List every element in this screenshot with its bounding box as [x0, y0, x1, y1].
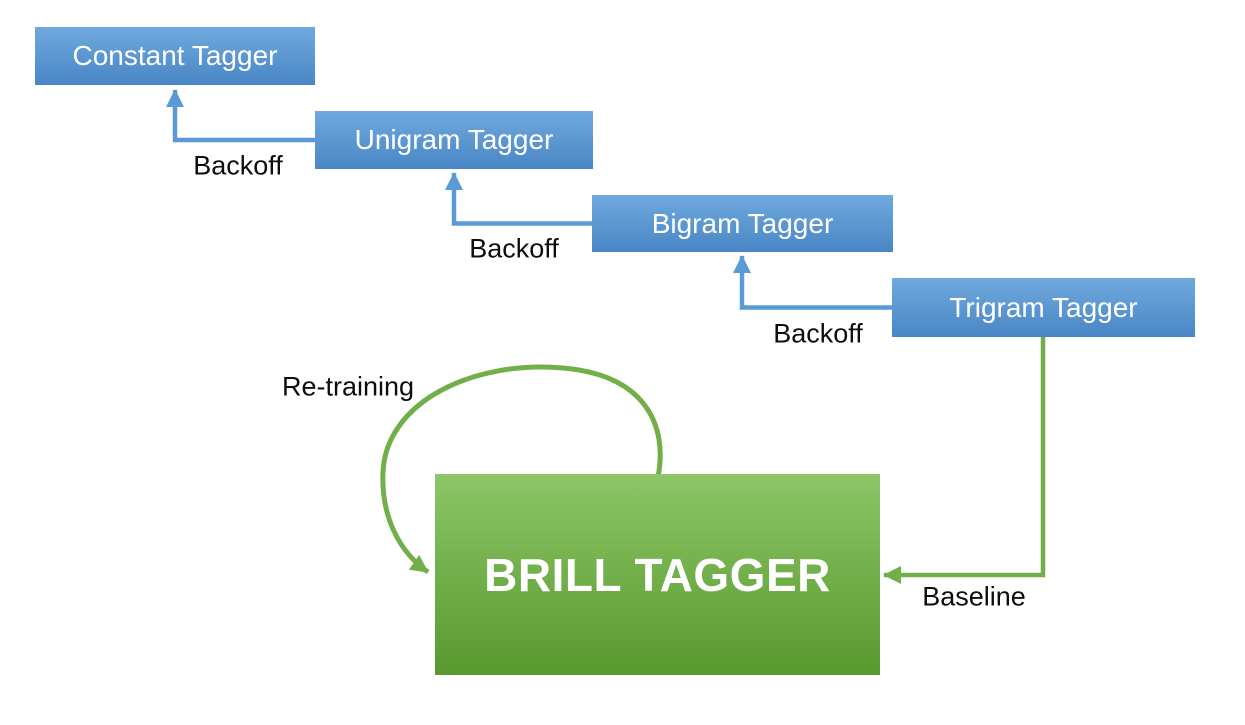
edge-label-baseline: Baseline: [922, 581, 1026, 612]
node-unigram-tagger: Unigram Tagger: [315, 111, 593, 169]
node-trigram-tagger: Trigram Tagger: [892, 278, 1195, 337]
node-constant-tagger-label: Constant Tagger: [72, 40, 278, 71]
node-unigram-tagger-label: Unigram Tagger: [354, 124, 554, 155]
node-brill-tagger-label: BRILL TAGGER: [484, 548, 831, 601]
edge-label-backoff-1: Backoff: [193, 150, 283, 181]
node-bigram-tagger-label: Bigram Tagger: [651, 207, 834, 239]
edge-bigram-to-unigram-backoff-arrow: [445, 172, 592, 226]
edge-trigram-to-bigram-backoff-arrow: [733, 255, 892, 310]
edge-label-retraining: Re-training: [281, 371, 415, 402]
edge-unigram-to-constant-backoff-arrow: [166, 89, 315, 143]
edge-label-backoff-2: Backoff: [469, 233, 559, 264]
node-bigram-tagger: Bigram Tagger: [592, 195, 893, 252]
edge-trigram-to-brill-baseline-arrow: [883, 337, 1046, 584]
node-trigram-tagger-label: Trigram Tagger: [949, 291, 1138, 323]
node-constant-tagger: Constant Tagger: [35, 27, 315, 85]
edge-label-backoff-3: Backoff: [773, 318, 863, 349]
node-brill-tagger: BRILL TAGGER: [435, 474, 880, 675]
